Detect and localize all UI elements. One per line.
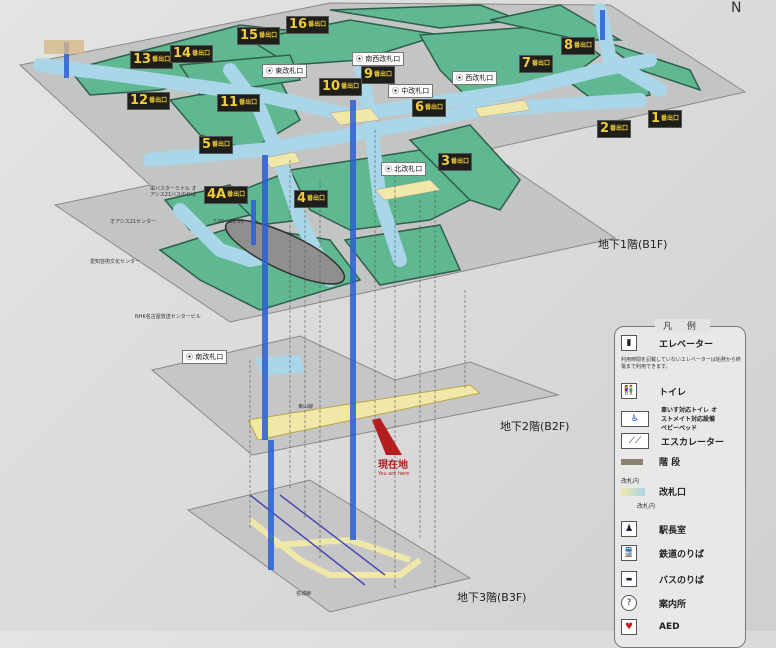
- floor-label-b2f: 地下2階(B2F): [500, 420, 570, 433]
- label-higashiyama-line: 東山線: [298, 404, 314, 410]
- legend-item-bus: ▬バスのりば: [615, 571, 745, 587]
- train-platform-icon: 🚆: [621, 545, 637, 561]
- ground-stair-area: [44, 40, 84, 54]
- accessible-toilet-icon: ♿: [621, 410, 649, 427]
- north-indicator: N: [731, 0, 742, 16]
- floor-label-b3f: 地下3階(B3F): [457, 591, 527, 604]
- elevator-shafts: [64, 10, 605, 570]
- gate-central: 中改札口: [388, 84, 434, 98]
- legend-note: 利用時間を記載していないエレベーターは始発から終電まで利用できます。: [621, 357, 741, 370]
- information-icon: ?: [621, 595, 637, 611]
- label-hours: 7:00～22:30: [213, 219, 244, 225]
- label-oasis-bus: 栄バスターミナル オアシス21バスのりば: [150, 186, 197, 198]
- you-are-here-pointer: [372, 418, 402, 455]
- vertical-connection-lines: [249, 130, 466, 590]
- legend-ticket-gate-inside-label: 改札内: [621, 478, 640, 485]
- legend-ticket-gate-inside-label-2: 改札内: [637, 503, 656, 510]
- b3f-floor: [186, 479, 472, 613]
- bus-stop-icon: ▬: [621, 571, 637, 587]
- legend-item-train: 🚆鉄道のりば: [615, 545, 745, 561]
- label-aichi-arts: 愛知芸術文化センター: [90, 259, 141, 265]
- gate-west: 西改札口: [452, 71, 498, 85]
- gate-north: 北改札口: [381, 162, 427, 176]
- legend-item-station-office: ♟駅長室: [615, 521, 745, 537]
- legend-item-ticket-gate: 改札口: [615, 485, 745, 498]
- legend-item-escalator: ⟋⟋エスカレーター: [615, 433, 745, 449]
- ticket-gate-icon: [621, 487, 645, 496]
- gate-east: 東改札口: [262, 64, 308, 78]
- escalator-icon: ⟋⟋: [621, 433, 649, 449]
- legend-title: 凡 例: [655, 319, 710, 332]
- stairs-icon: [621, 458, 643, 465]
- gate-southwest: 南西改札口: [352, 52, 405, 66]
- label-nhk: NHK名古屋放送センタービル: [135, 314, 201, 320]
- aed-icon: ♥: [621, 619, 637, 635]
- floor-label-b1f: 地下1階(B1F): [598, 238, 668, 251]
- legend-item-aed: ♥AED: [615, 619, 745, 635]
- legend: 凡 例 ▮エレベーター 利用時間を記載していないエレベーターは始発から終電まで利…: [614, 319, 746, 648]
- legend-item-information: ?案内所: [615, 595, 745, 611]
- legend-item-toilet: 👫トイレ: [615, 383, 745, 399]
- label-meijo-line: 名城線: [296, 591, 312, 597]
- gate-south: 南改札口: [182, 350, 228, 364]
- label-oasis-center: オアシス21センター: [110, 219, 157, 225]
- elevator-icon: ▮: [621, 335, 637, 351]
- legend-item-stairs: 階 段: [615, 455, 745, 468]
- legend-item-elevator: ▮エレベーター: [615, 335, 745, 351]
- toilet-icon: 👫: [621, 383, 637, 399]
- legend-item-accessible: ♿車いす対応トイレ オストメイト対応設備 ベビーベッド: [615, 405, 745, 432]
- b2f-platform-higashiyama: [247, 384, 482, 441]
- station-office-icon: ♟: [621, 521, 637, 537]
